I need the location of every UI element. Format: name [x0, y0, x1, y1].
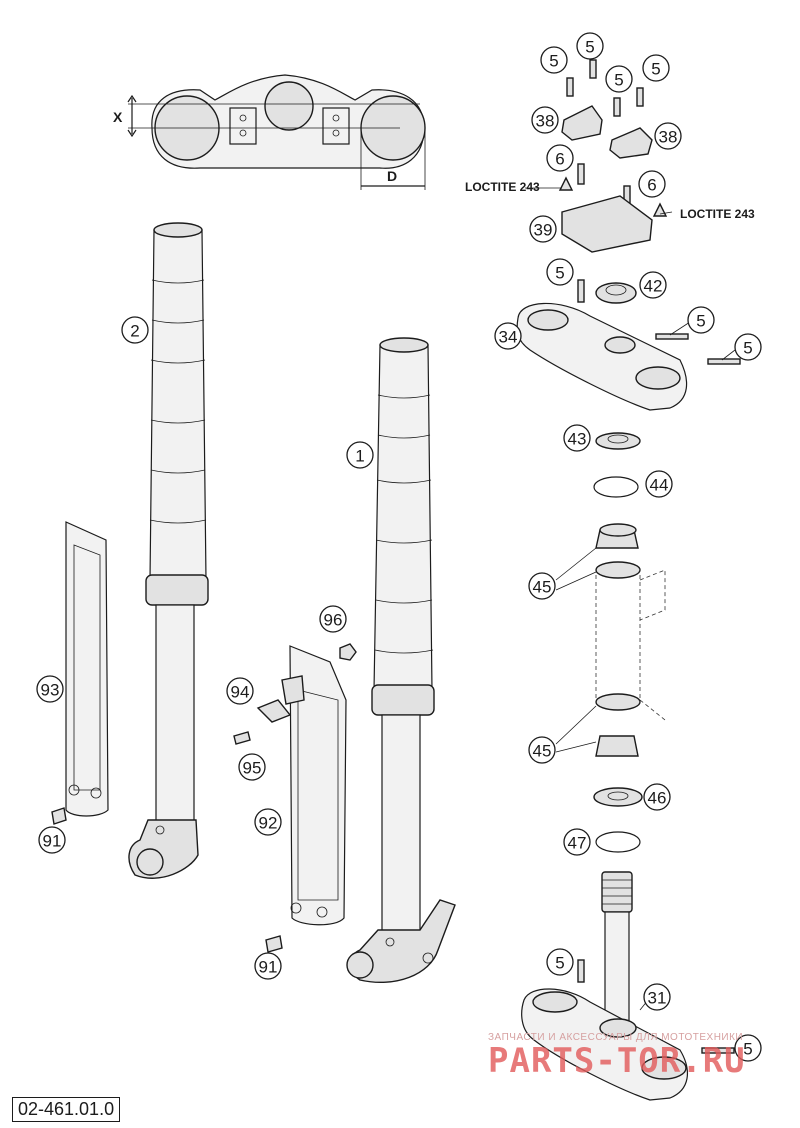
callout-96: 96	[319, 605, 347, 633]
svg-text:2: 2	[130, 322, 139, 341]
callout-5: 5	[540, 46, 568, 74]
callout-2: 2	[121, 316, 149, 344]
callout-92: 92	[254, 808, 282, 836]
svg-text:93: 93	[41, 681, 60, 700]
svg-text:34: 34	[499, 328, 518, 347]
callout-91: 91	[38, 826, 66, 854]
svg-text:45: 45	[533, 742, 552, 761]
fork-leg-1	[346, 337, 456, 984]
svg-text:5: 5	[696, 312, 705, 331]
svg-text:5: 5	[549, 52, 558, 71]
svg-text:39: 39	[534, 221, 553, 240]
callout-38: 38	[531, 106, 559, 134]
loctite-note-right: LOCTITE 243	[680, 207, 755, 221]
callout-6: 6	[638, 170, 666, 198]
callout-93: 93	[36, 675, 64, 703]
svg-text:42: 42	[644, 277, 663, 296]
svg-text:31: 31	[648, 989, 667, 1008]
svg-text:5: 5	[743, 1040, 752, 1059]
callout-91: 91	[254, 952, 282, 980]
callout-43: 43	[563, 424, 591, 452]
handlebar-clamp-assembly	[558, 59, 668, 253]
callout-5: 5	[605, 65, 633, 93]
svg-text:5: 5	[555, 264, 564, 283]
svg-text:95: 95	[243, 759, 262, 778]
svg-text:5: 5	[651, 60, 660, 79]
svg-text:5: 5	[585, 38, 594, 57]
svg-text:5: 5	[743, 339, 752, 358]
leader-lines	[525, 187, 736, 1011]
svg-text:5: 5	[555, 954, 564, 973]
svg-text:5: 5	[614, 71, 623, 90]
triple-clamp-dimension-detail	[127, 74, 426, 190]
dimension-d-label: D	[387, 168, 397, 184]
callout-5: 5	[642, 54, 670, 82]
svg-text:94: 94	[231, 683, 250, 702]
svg-text:38: 38	[536, 112, 555, 131]
callout-5: 5	[734, 1034, 762, 1062]
svg-text:43: 43	[568, 430, 587, 449]
svg-text:91: 91	[43, 832, 62, 851]
drawing-number: 02-461.01.0	[12, 1097, 121, 1122]
callout-46: 46	[643, 783, 671, 811]
fork-guard-92	[289, 645, 347, 926]
callout-39: 39	[529, 215, 557, 243]
fork-leg-2	[128, 222, 209, 879]
svg-text:92: 92	[259, 814, 278, 833]
callout-6: 6	[546, 144, 574, 172]
svg-text:96: 96	[324, 611, 343, 630]
callout-5: 5	[734, 333, 762, 361]
callout-34: 34	[494, 322, 522, 350]
svg-text:6: 6	[555, 150, 564, 169]
callout-38: 38	[654, 122, 682, 150]
callout-5: 5	[546, 258, 574, 286]
svg-text:1: 1	[355, 447, 364, 466]
lower-triple-clamp-31	[521, 871, 735, 1101]
callout-42: 42	[639, 271, 667, 299]
svg-text:44: 44	[650, 476, 669, 495]
callout-5: 5	[546, 948, 574, 976]
callouts: 5 5 5 5 38 38 6 6 39 5 42 34 5 5 2 1 43 …	[36, 32, 762, 1062]
callout-1: 1	[346, 441, 374, 469]
svg-text:6: 6	[647, 176, 656, 195]
callout-94: 94	[226, 677, 254, 705]
steering-bearings	[593, 432, 666, 853]
fork-guard-93	[65, 521, 109, 817]
callout-45: 45	[528, 736, 556, 764]
svg-text:91: 91	[259, 958, 278, 977]
callout-95: 95	[238, 753, 266, 781]
dimension-x-label: X	[113, 109, 123, 125]
svg-text:45: 45	[533, 578, 552, 597]
svg-text:38: 38	[659, 128, 678, 147]
upper-triple-clamp-34	[516, 279, 741, 411]
callout-47: 47	[563, 828, 591, 856]
small-hardware	[51, 643, 357, 953]
svg-text:47: 47	[568, 834, 587, 853]
callout-44: 44	[645, 470, 673, 498]
callout-5: 5	[687, 306, 715, 334]
callout-31: 31	[643, 983, 671, 1011]
callout-5: 5	[576, 32, 604, 60]
loctite-note-left: LOCTITE 243	[465, 180, 540, 194]
callout-45: 45	[528, 572, 556, 600]
svg-text:46: 46	[648, 789, 667, 808]
